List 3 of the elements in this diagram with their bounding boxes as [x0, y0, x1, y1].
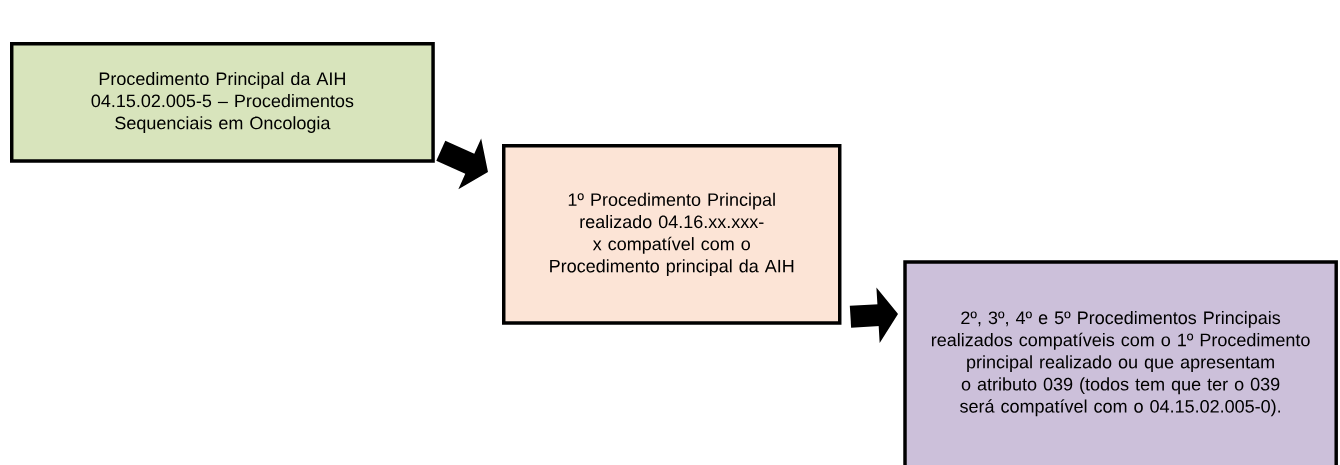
process-box: 2º, 3º, 4º e 5º Procedimentos Principais realizados compatíveis com o 1º Procedimento principal realizado ou que apresentam o atributo 039 (todos tem que ter o 039 será compatível com o 04.15.02.005-0). [903, 260, 1338, 465]
process-box: Procedimento Principal da AIH 04.15.02.005-5 – Procedimentos Sequenciais em Oncologia [10, 42, 435, 163]
process-box: 1º Procedimento Principal realizado 04.16.xx.xxx-x compatível com o Procedimento principal da AIH [502, 144, 842, 325]
